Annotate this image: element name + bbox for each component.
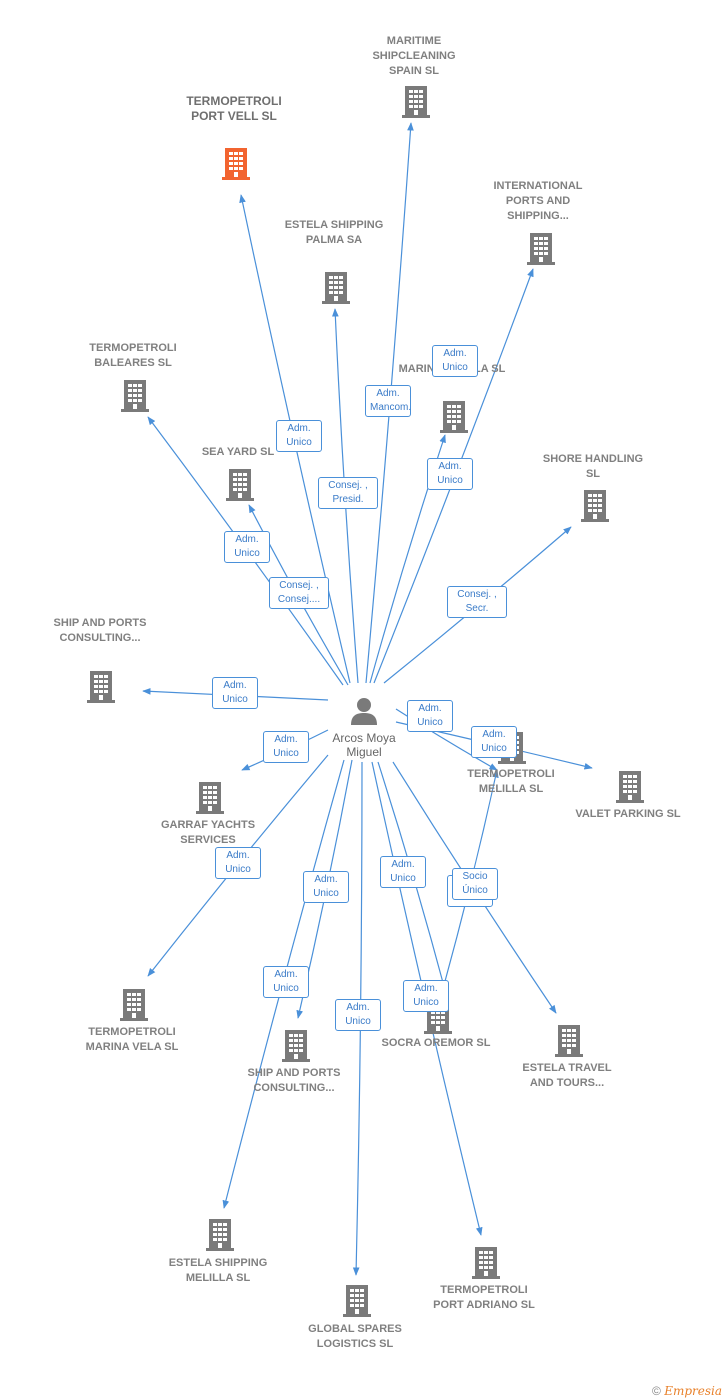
role-text: Adm. [376,388,400,399]
role-text: Adm. [438,461,462,472]
brand-logo[interactable]: Empresia [664,1384,722,1398]
role-badge-garraf-yachts[interactable]: Adm. Unico [263,731,309,763]
role-text: Unico [442,362,468,373]
building-icon[interactable] [222,148,250,180]
building-icon[interactable] [616,771,644,803]
role-text: Adm. [391,859,415,870]
role-text: Mancom. [370,402,412,413]
role-text: Adm. [274,969,298,980]
company-label-estela-shipping-melilla[interactable]: ESTELA SHIPPING MELILLA SL [168,1257,268,1284]
role-badge-ship-ports-consulting-1[interactable]: Adm. Unico [212,677,258,709]
role-text: Adm. [223,680,247,691]
role-badge-shore-handling[interactable]: Consej. , Secr. [447,586,507,618]
role-text: Unico [413,997,439,1008]
role-text: Unico [286,437,312,448]
company-label-estela-shipping-palma[interactable]: ESTELA SHIPPING PALMA SA [284,219,384,246]
person-label[interactable]: Arcos Moya Miguel [332,731,396,759]
role-badge-ship-ports-consulting-2[interactable]: Adm. Unico [303,871,349,903]
role-text: Secr. [465,603,489,614]
company-label-estela-travel[interactable]: ESTELA TRAVEL AND TOURS... [522,1062,612,1089]
company-label-termopetroli-baleares[interactable]: TERMOPETROLI BALEARES SL [89,342,177,369]
role-text: Adm. [443,348,467,359]
role-badge-termopetroli-baleares[interactable]: Adm. Unico [224,531,270,563]
building-icon[interactable] [206,1219,234,1251]
building-icon[interactable] [226,469,254,501]
company-label-socra-oremor[interactable]: SOCRA OREMOR SL [381,1037,491,1049]
role-text: Adm. [414,983,438,994]
building-icon[interactable] [87,671,115,703]
role-text: Presid. [332,494,364,505]
company-label-maritime-shipcleaning[interactable]: MARITIME SHIPCLEANING SPAIN SL [372,35,456,77]
role-text: Socio [462,871,488,882]
role-badge-termopetroli-marina-vela[interactable]: Adm. Unico [215,847,261,879]
building-icon[interactable] [555,1025,583,1057]
building-icon[interactable] [121,380,149,412]
company-label-valet-parking[interactable]: VALET PARKING SL [575,808,681,820]
role-badge-maritime-shipcleaning[interactable]: Adm. Mancom. [365,385,411,417]
role-text: Consej. , [328,480,368,491]
building-icon[interactable] [472,1247,500,1279]
building-icon[interactable] [527,233,555,265]
building-icon[interactable] [440,401,468,433]
company-label-termopetroli-port-vell[interactable]: TERMOPETROLI PORT VELL SL [186,94,282,123]
role-text: Unico [273,983,299,994]
role-badge-estela-shipping-melilla[interactable]: Adm. Unico [263,966,309,998]
role-text: Adm. [235,534,259,545]
role-text: Adm. [274,734,298,745]
company-label-global-spares[interactable]: GLOBAL SPARES LOGISTICS SL [308,1323,402,1350]
building-icon[interactable] [581,490,609,522]
company-label-international-ports[interactable]: INTERNATIONAL PORTS AND SHIPPING... [493,180,583,222]
company-label-termopetroli-port-adriano[interactable]: TERMOPETROLI PORT ADRIANO SL [433,1284,535,1311]
role-text: Unico [417,717,443,728]
role-text: Adm. [287,423,311,434]
role-text: Unico [222,694,248,705]
building-icon[interactable] [322,272,350,304]
role-text: Unico [437,475,463,486]
role-badge-sea-yard[interactable]: Consej. , Consej.... [269,577,329,609]
person-icon[interactable] [351,698,377,725]
company-label-ship-ports-consulting-1[interactable]: SHIP AND PORTS CONSULTING... [53,617,147,644]
role-badge-termopetroli-port-vell[interactable]: Adm. Unico [276,420,322,452]
role-text: Consej. , [279,580,319,591]
building-icon[interactable] [402,86,430,118]
role-text: Unico [345,1016,371,1027]
role-text: Adm. [226,850,250,861]
company-label-termopetroli-melilla[interactable]: TERMOPETROLI MELILLA SL [467,768,555,795]
building-icon[interactable] [282,1030,310,1062]
company-label-sea-yard[interactable]: SEA YARD SL [201,446,275,458]
company-label-termopetroli-marina-vela[interactable]: TERMOPETROLI MARINA VELA SL [85,1026,179,1053]
role-badge-socra-oremor[interactable]: Adm. Unico [380,856,426,888]
building-icon[interactable] [196,782,224,814]
role-text: Unico [481,743,507,754]
role-text: Unico [225,864,251,875]
company-label-shore-handling[interactable]: SHORE HANDLING SL [542,453,644,480]
building-icon[interactable] [120,989,148,1021]
company-label-garraf-yachts[interactable]: GARRAF YACHTS SERVICES [160,819,256,846]
role-badge-estela-shipping-palma[interactable]: Consej. , Presid. [318,477,378,509]
role-text: Adm. [482,729,506,740]
role-badge-international-ports[interactable]: Adm. Unico [427,458,473,490]
role-text: Adm. [314,874,338,885]
role-text: Unico [390,873,416,884]
copyright-icon: © [652,1384,661,1398]
role-badge-global-spares[interactable]: Adm. Unico [335,999,381,1031]
role-badge-termopetroli-port-adriano[interactable]: Adm. Unico [403,980,449,1012]
building-icon[interactable] [343,1285,371,1317]
role-text: Unico [273,748,299,759]
footer: © Empresia [652,1384,722,1398]
role-text: Unico [313,888,339,899]
role-text: Unico [234,548,260,559]
role-text: Consej.... [277,594,321,605]
role-text: Único [462,885,488,896]
role-text: Adm. [418,703,442,714]
company-label-ship-ports-consulting-2[interactable]: SHIP AND PORTS CONSULTING... [247,1067,341,1094]
role-badge-marina-estela[interactable]: Adm. Unico [432,345,478,377]
role-text: Consej. , [457,589,497,600]
relation-edge-termopetroli-melilla [395,708,498,771]
role-badge-valet-parking[interactable]: Adm. Unico [471,726,517,758]
role-badge-termopetroli-melilla[interactable]: Adm. Unico [407,700,453,732]
role-text: Adm. [346,1002,370,1013]
